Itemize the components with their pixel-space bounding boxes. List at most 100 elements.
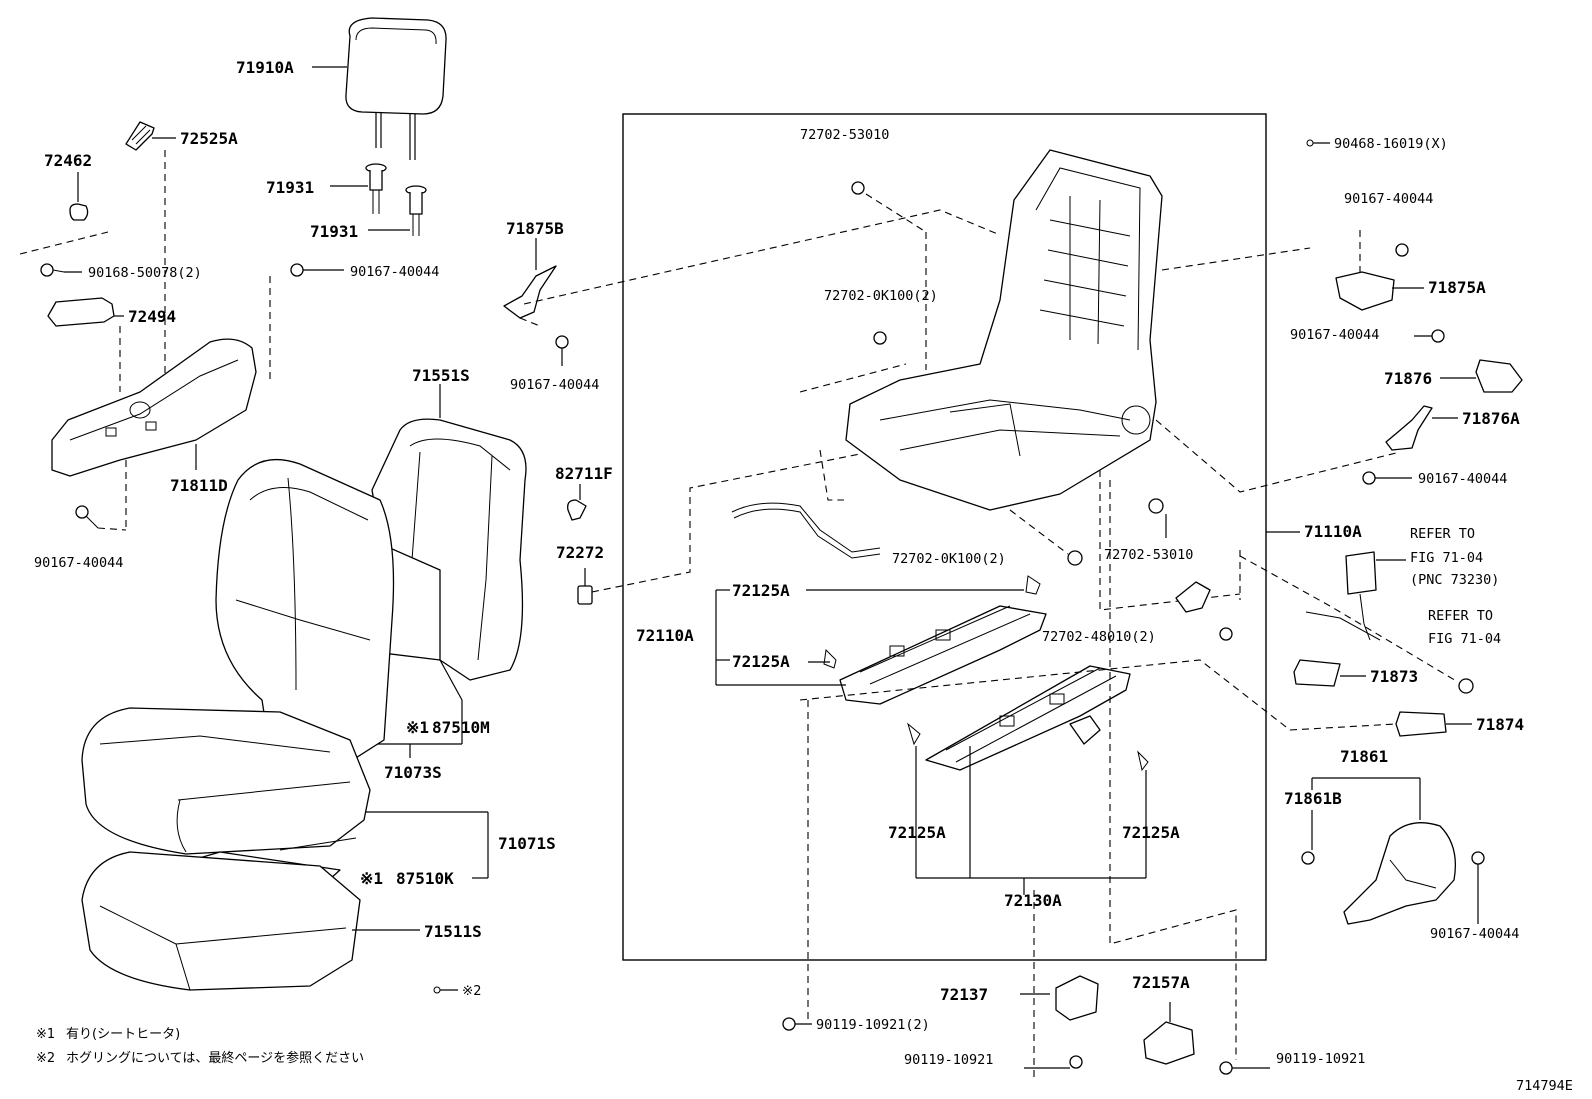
part-label: 82711F xyxy=(555,464,613,483)
bracket-part xyxy=(1335,271,1395,311)
part-label: 71876A xyxy=(1462,409,1520,428)
part-label: 71910A xyxy=(236,58,294,77)
screw-part xyxy=(1219,1061,1233,1075)
part-label: 90168-50078(2) xyxy=(88,265,202,281)
note-text: 有り(シートヒータ) xyxy=(66,1027,180,1042)
screw-part xyxy=(1301,851,1315,865)
bracket-part xyxy=(1293,659,1341,687)
part-label: 72137 xyxy=(940,985,988,1004)
part-label: 72702-0K100(2) xyxy=(824,288,938,304)
part-label: 71551S xyxy=(412,366,470,385)
seatbelt-buckle-part xyxy=(1305,551,1381,641)
side-shield-part xyxy=(51,338,257,477)
bracket-part xyxy=(503,265,557,319)
screw-part xyxy=(1362,471,1376,485)
seatback-part xyxy=(215,458,395,769)
part-label: 71931 xyxy=(266,178,314,197)
part-label: 71875A xyxy=(1428,278,1486,297)
refer-note: FIG 71-04 xyxy=(1410,550,1483,566)
heater-mark: ※1 xyxy=(406,718,429,737)
part-label: 90167-40044 xyxy=(1418,471,1507,487)
part-label: 71110A xyxy=(1304,522,1362,541)
part-label: 72157A xyxy=(1132,973,1190,992)
part-label: 72702-53010 xyxy=(1104,547,1193,563)
part-label: 87510M xyxy=(432,718,490,737)
part-label: 71876 xyxy=(1384,369,1432,388)
screw-part xyxy=(555,335,569,349)
heater-mark: ※1 xyxy=(360,869,383,888)
cover-part xyxy=(1143,1021,1195,1065)
hog-ring-mark: ※2 xyxy=(462,983,481,999)
screw-part xyxy=(873,331,887,345)
part-label: 71073S xyxy=(384,763,442,782)
seat-rail-part xyxy=(839,605,1047,705)
part-label: 72462 xyxy=(44,151,92,170)
screw-part xyxy=(1148,498,1164,514)
wire-part xyxy=(731,502,881,553)
part-label: 72702-48010(2) xyxy=(1042,629,1156,645)
seat-frame-part xyxy=(845,149,1163,511)
refer-note: (PNC 73230) xyxy=(1410,572,1499,588)
part-label: 90119-10921 xyxy=(904,1052,993,1068)
part-label: 90167-40044 xyxy=(34,555,123,571)
refer-note: REFER TO xyxy=(1428,608,1493,624)
part-label: 72272 xyxy=(556,543,604,562)
part-label: 72525A xyxy=(180,129,238,148)
part-label: 71875B xyxy=(506,219,564,238)
lever-knob-part xyxy=(125,121,155,151)
recliner-cover-part xyxy=(1343,822,1457,925)
part-label: 90167-40044 xyxy=(1290,327,1379,343)
seat-rail-part xyxy=(925,665,1131,771)
part-label: 90468-16019(X) xyxy=(1334,136,1448,152)
part-label: 71874 xyxy=(1476,715,1524,734)
part-label: 71931 xyxy=(310,222,358,241)
part-label: 71861B xyxy=(1284,789,1342,808)
note-mark: ※2 xyxy=(36,1051,55,1066)
frame-group-box xyxy=(622,113,1267,961)
part-label: 72130A xyxy=(1004,891,1062,910)
part-label: 90119-10921(2) xyxy=(816,1017,930,1033)
part-label: 90119-10921 xyxy=(1276,1051,1365,1067)
part-label: 87510K xyxy=(396,869,454,888)
bracket-part xyxy=(1175,581,1211,613)
part-label: 72110A xyxy=(636,626,694,645)
screw-part xyxy=(40,263,65,277)
screw-part xyxy=(851,181,865,195)
cover-part xyxy=(1475,359,1523,393)
screw-part xyxy=(1431,329,1445,343)
headrest-guide-part xyxy=(365,163,427,236)
bracket-part xyxy=(1395,711,1447,737)
clip-part xyxy=(567,499,587,521)
part-label: 71071S xyxy=(498,834,556,853)
part-label: 72702-53010 xyxy=(800,127,889,143)
note-text: ホグリングについては、最終ページを参照ください xyxy=(66,1050,364,1066)
cover-part xyxy=(1055,975,1099,1021)
part-label: 72125A xyxy=(732,581,790,600)
screw-part xyxy=(1471,851,1485,865)
note-mark: ※1 xyxy=(36,1027,55,1042)
diagram-id: 714794E xyxy=(1516,1078,1573,1094)
screw-part xyxy=(290,263,304,277)
screw-part xyxy=(782,1017,796,1031)
part-label: 90167-40044 xyxy=(1344,191,1433,207)
seat-pad-part xyxy=(81,851,361,991)
screw-part xyxy=(1219,627,1233,641)
part-label: 72494 xyxy=(128,307,176,326)
headrest-part xyxy=(345,17,447,160)
refer-note: FIG 71-04 xyxy=(1428,631,1501,647)
refer-note: REFER TO xyxy=(1410,526,1475,542)
part-label: 72125A xyxy=(888,823,946,842)
nut-part xyxy=(1458,678,1474,694)
part-label: 72125A xyxy=(1122,823,1180,842)
part-label: 72125A xyxy=(732,652,790,671)
part-label: 71873 xyxy=(1370,667,1418,686)
screw-part xyxy=(1395,243,1409,257)
part-label: 72702-0K100(2) xyxy=(892,551,1006,567)
screw-part xyxy=(1067,550,1083,566)
part-label: 71861 xyxy=(1340,747,1388,766)
part-label: 90167-40044 xyxy=(1430,926,1519,942)
seat-cushion-part xyxy=(81,707,371,855)
lever-part xyxy=(47,297,115,327)
